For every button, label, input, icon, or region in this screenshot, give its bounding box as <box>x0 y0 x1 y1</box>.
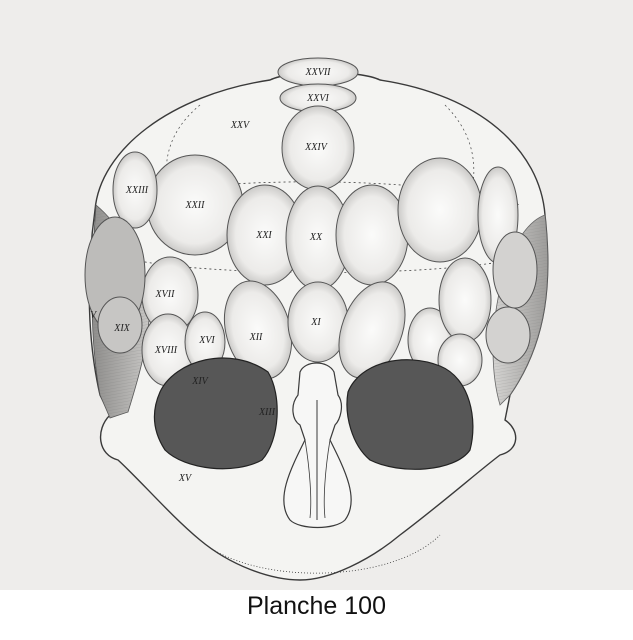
label-xvii: XVII <box>155 289 176 300</box>
label-xv: XV <box>178 473 193 484</box>
lobe-right-7 <box>486 307 530 363</box>
lobe-right-2 <box>398 158 482 262</box>
label-xxv: XXV <box>230 120 251 131</box>
lobe-right-8 <box>493 232 537 308</box>
label-xviii: XVIII <box>154 345 178 356</box>
label-xxii: XXII <box>185 200 206 211</box>
label-xxvii: XXVII <box>305 67 332 78</box>
label-xx: XX <box>309 232 323 243</box>
lobe-right-6 <box>439 258 491 342</box>
right-orbit <box>347 360 473 470</box>
skull-illustration: XXVII XXVI XXV XXIV XXIII XXII XXI XX XV… <box>0 0 633 590</box>
label-xxiv: XXIV <box>304 142 329 153</box>
lobe-right-1 <box>336 185 408 285</box>
label-xiii: XIII <box>258 407 276 418</box>
label-xxiii: XXIII <box>125 185 149 196</box>
label-xi: XI <box>310 317 321 328</box>
label-xxvi: XXVI <box>306 93 329 104</box>
label-xix: XIX <box>113 323 130 334</box>
label-xxi: XXI <box>255 230 272 241</box>
plate-caption: Planche 100 <box>0 592 633 621</box>
label-xii: XII <box>249 332 263 343</box>
label-xiv: XIV <box>191 376 209 387</box>
label-xvi: XVI <box>198 335 215 346</box>
